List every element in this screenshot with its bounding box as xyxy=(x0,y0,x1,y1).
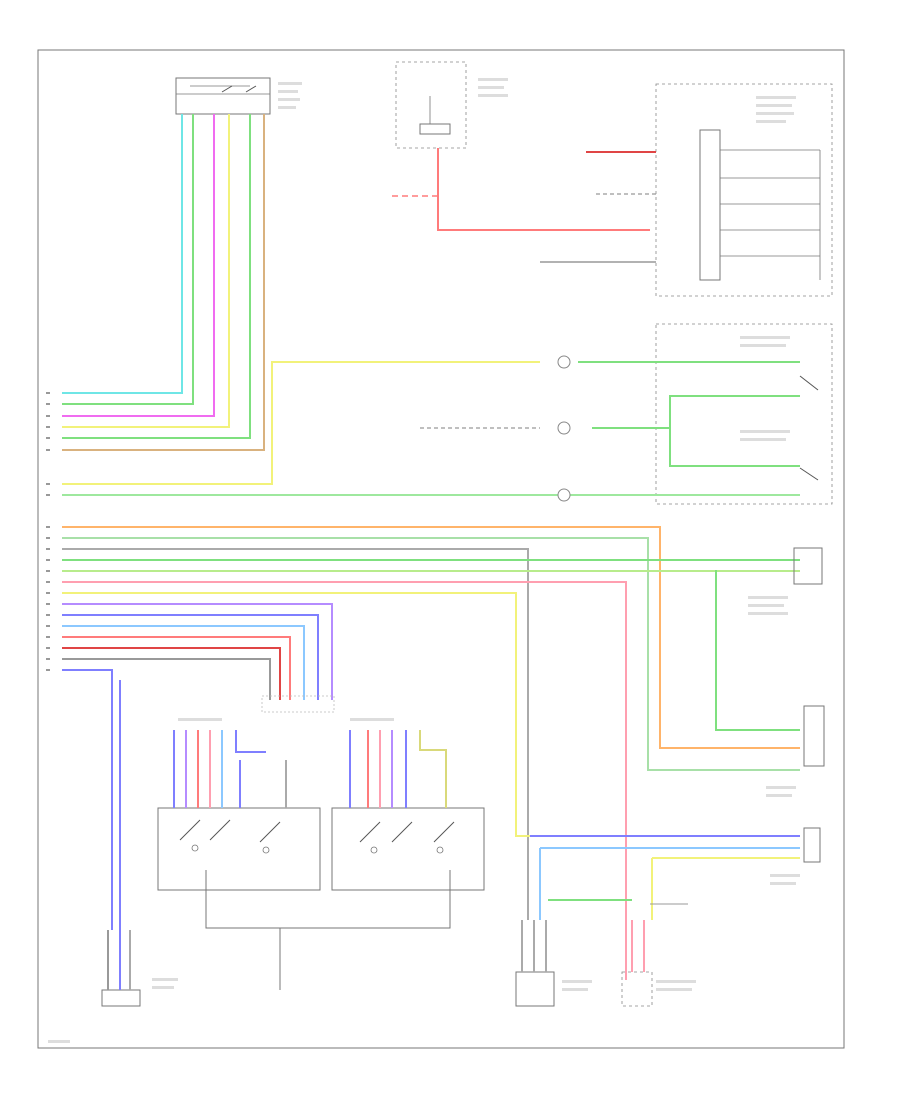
bottom-right-module xyxy=(621,903,696,1007)
wire-lilac-harness xyxy=(62,603,333,700)
top-center-relay-box xyxy=(395,61,508,149)
diagram-border xyxy=(37,49,845,1049)
corner-mark xyxy=(48,1040,70,1043)
right-sensor-upper xyxy=(715,547,823,731)
wire-green-mid-loop xyxy=(592,395,800,467)
top-right-module xyxy=(655,83,833,297)
wire-blue-harness-1 xyxy=(62,614,319,700)
connector-circle-2 xyxy=(557,421,571,435)
wire-green2-top xyxy=(62,114,251,439)
ground-wire-bottom xyxy=(205,870,451,990)
wire-gray-harness-2 xyxy=(62,548,529,920)
wire-cyan-top xyxy=(62,114,183,394)
connector-circle-3 xyxy=(557,488,571,502)
wire-blue-harness-3 xyxy=(62,669,113,930)
bottom-left-sensor xyxy=(101,680,178,1007)
wire-tan-top xyxy=(62,114,265,451)
bottom-center-module xyxy=(515,920,592,1007)
left-pin-markers xyxy=(46,392,50,671)
wire-darkred-harness xyxy=(62,647,281,700)
right-sensor-middle xyxy=(766,705,825,797)
switch-unit-right xyxy=(331,718,485,891)
wire-magenta-top xyxy=(62,114,215,417)
wire-gray-harness-1 xyxy=(62,537,800,771)
wire-red-relay xyxy=(437,148,650,231)
wire-yellow-harness xyxy=(62,592,800,837)
top-left-connector xyxy=(175,77,302,115)
harness-connector-pins xyxy=(261,695,335,713)
wire-pink-harness xyxy=(62,581,627,980)
wire-orange-harness xyxy=(62,526,800,749)
wire-red-harness xyxy=(62,636,291,700)
steering-switch-module xyxy=(655,323,833,505)
wire-blue-harness-2 xyxy=(62,625,305,700)
connector-circle-1 xyxy=(557,355,571,369)
right-sensor-lower xyxy=(530,827,821,920)
wire-green-top xyxy=(62,114,194,405)
wire-yellow-top xyxy=(62,114,230,428)
switch-unit-left xyxy=(157,718,321,891)
wire-gray-harness-3 xyxy=(62,658,271,700)
wire-yellow-mid xyxy=(62,361,540,485)
